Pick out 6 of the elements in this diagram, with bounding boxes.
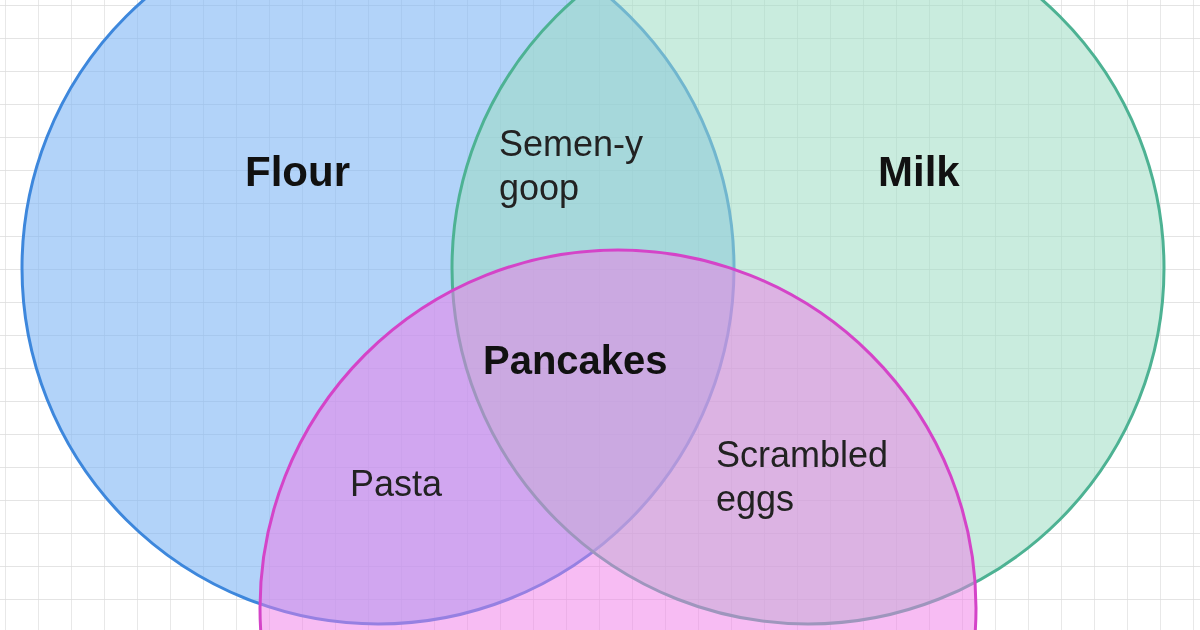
overlap-label: Pasta [350,462,444,506]
overlap-label: Semen-y goop [499,122,645,210]
overlap-label: Pancakes [483,338,669,382]
overlap-label: Scrambled eggs [716,433,890,521]
set-label: Milk [878,148,960,196]
set-label: Flour [245,148,350,196]
